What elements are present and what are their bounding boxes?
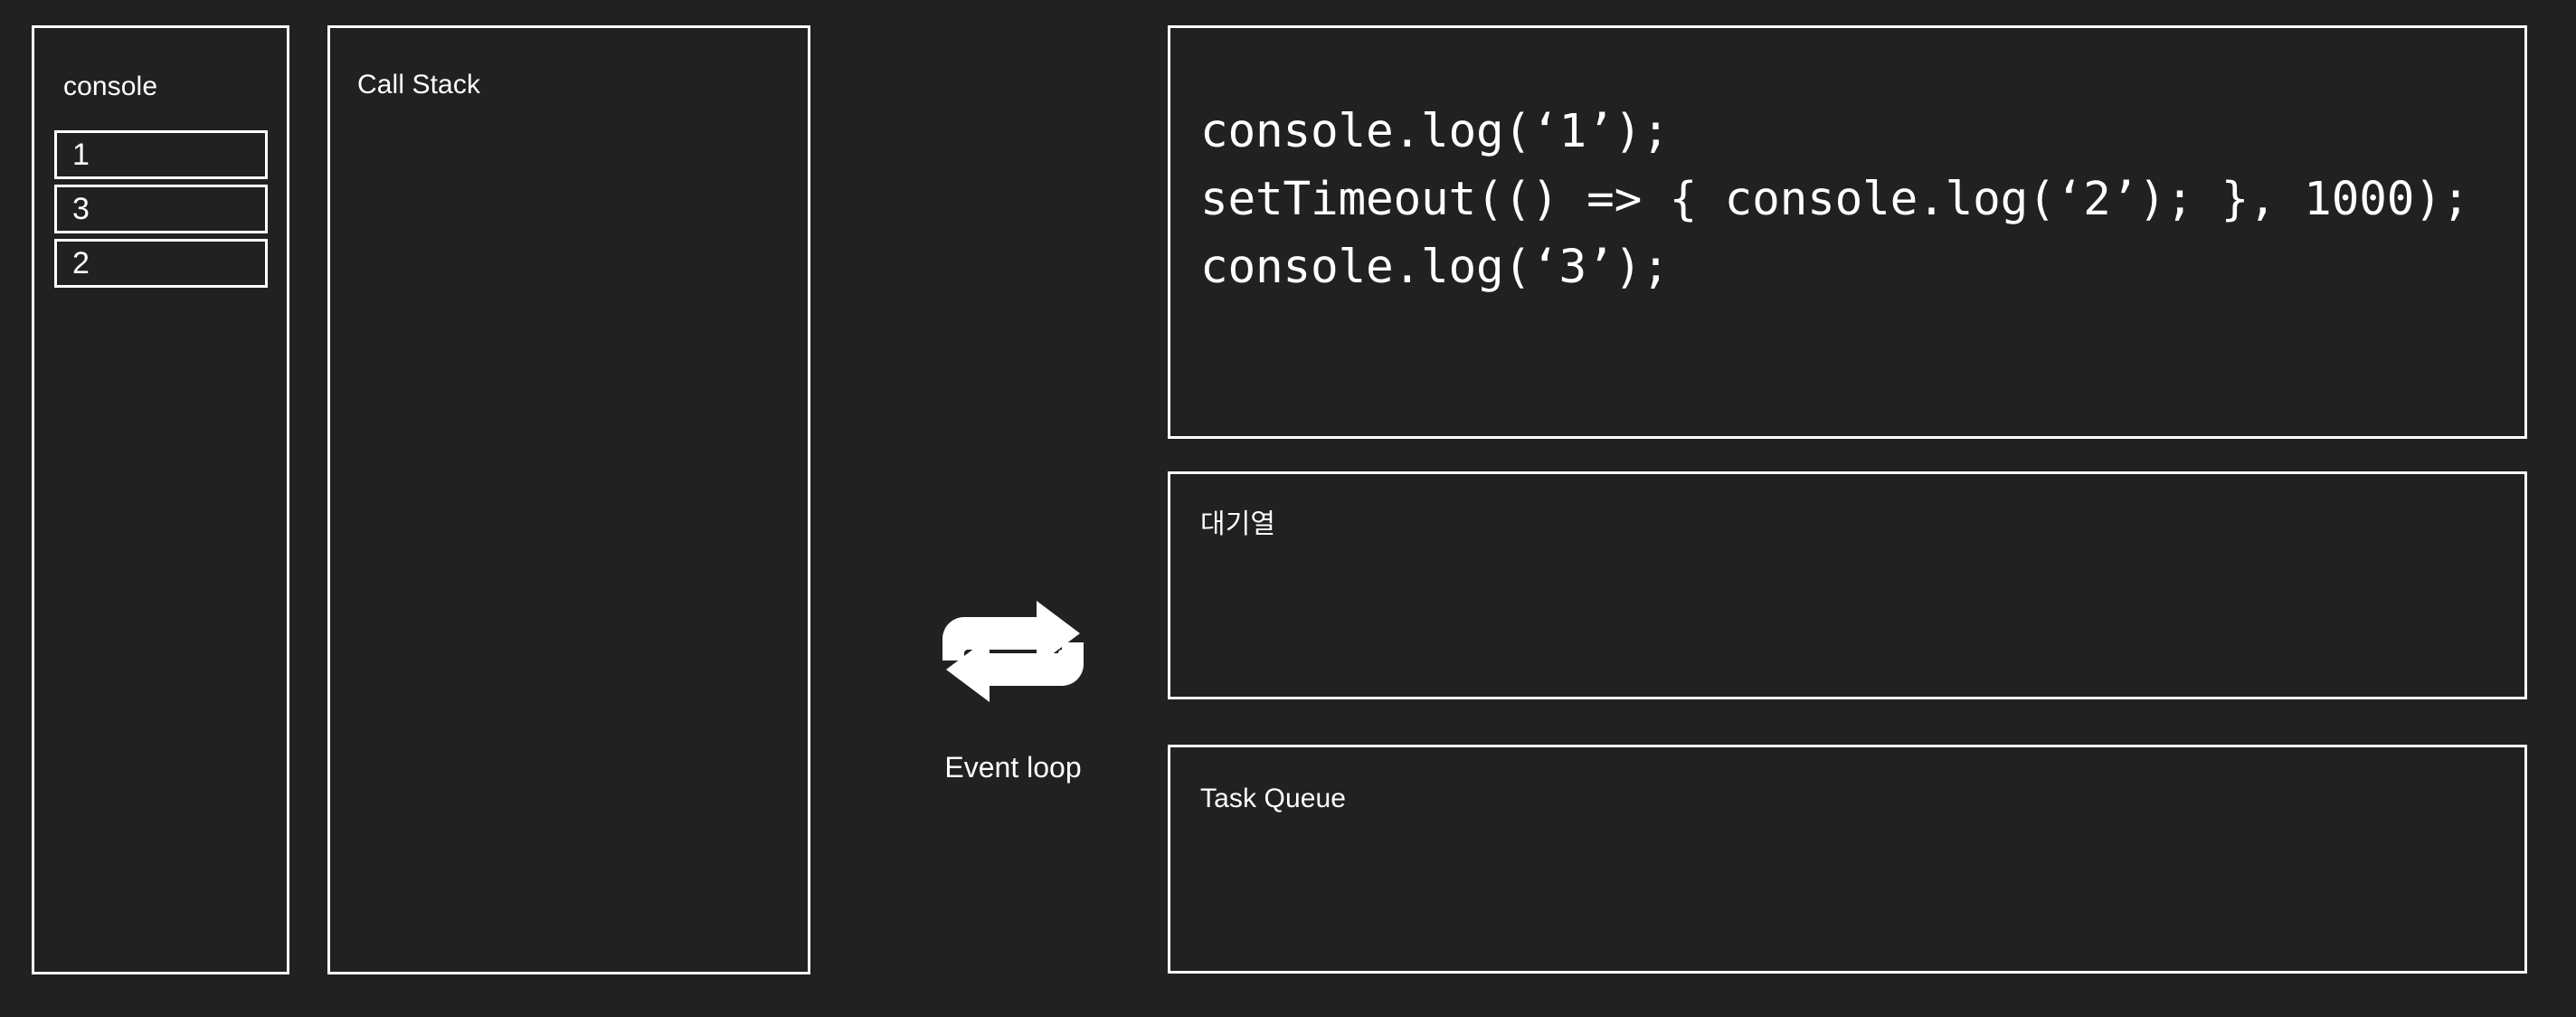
console-output-item: 2 (54, 239, 268, 288)
console-output-item-text: 2 (72, 246, 90, 280)
repeat-arrows-icon (942, 601, 1084, 702)
call-stack-panel-label: Call Stack (357, 70, 481, 100)
event-loop-label: Event loop (944, 751, 1082, 784)
console-panel: console 1 3 2 (32, 25, 289, 974)
task-queue-panel-label: Task Queue (1200, 784, 1347, 813)
code-snippet: console.log(‘1’); setTimeout(() => { con… (1200, 105, 2470, 294)
console-output-item-text: 1 (72, 138, 90, 172)
console-output-list: 1 3 2 (54, 130, 268, 293)
console-panel-label: console (63, 71, 158, 101)
code-panel: console.log(‘1’); setTimeout(() => { con… (1168, 25, 2527, 439)
event-loop-indicator: Event loop (895, 597, 1131, 823)
waiting-queue-panel-label: 대기열 (1200, 509, 1276, 539)
console-output-item: 3 (54, 185, 268, 233)
console-output-item-text: 3 (72, 192, 90, 226)
console-output-item: 1 (54, 130, 268, 179)
waiting-queue-panel: 대기열 (1168, 471, 2527, 699)
task-queue-panel: Task Queue (1168, 745, 2527, 974)
call-stack-panel: Call Stack (327, 25, 810, 974)
